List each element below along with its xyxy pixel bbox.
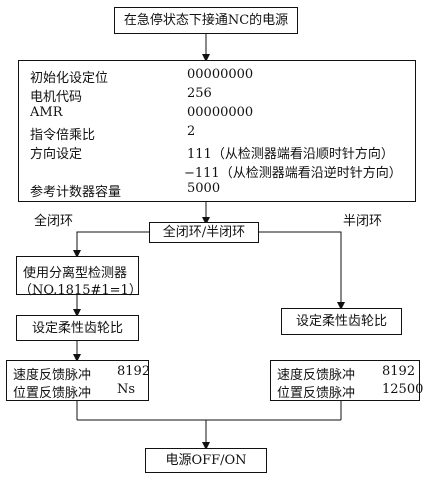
param-label: 指令倍乘比 (30, 128, 96, 143)
result-value: Ns (117, 382, 136, 397)
end-box-label: 电源OFF/ON (165, 453, 247, 468)
line-branch-to-full-closed (73, 231, 149, 258)
full-closed-label: 全闭环 (34, 214, 74, 229)
param-value: −111（从检测器端看沿逆时针方向） (184, 166, 402, 181)
result-label: 位置反馈脉冲 (13, 386, 92, 401)
result-value: 12500 (382, 382, 424, 397)
start-box-label: 在急停状态下接通NC的电源 (123, 13, 289, 28)
end-box: 电源OFF/ON (145, 448, 267, 473)
param-value: 256 (187, 86, 212, 101)
param-label: 参考计数器容量 (30, 185, 122, 200)
left-result-box: 速度反馈脉冲 8192 位置反馈脉冲 Ns (6, 360, 151, 401)
param-label: 方向设定 (30, 147, 83, 162)
param-label: AMR (30, 105, 63, 120)
half-closed-label: 半闭环 (343, 214, 383, 229)
param-value: 00000000 (187, 105, 254, 120)
right-result-box: 速度反馈脉冲 8192 位置反馈脉冲 12500 (270, 360, 424, 401)
param-value: 00000000 (187, 67, 254, 82)
line-branch-to-half-closed (259, 231, 345, 310)
result-label: 速度反馈脉冲 (13, 368, 92, 383)
param-label: 电机代码 (30, 90, 83, 105)
separate-detector-line2: （NO.1815#1=1） (19, 283, 142, 298)
param-value: 5000 (187, 181, 221, 196)
separate-detector-box: 使用分离型检测器 （NO.1815#1=1） (16, 256, 142, 298)
result-label: 速度反馈脉冲 (277, 368, 356, 383)
gear-ratio-box-right: 设定柔性齿轮比 (281, 308, 402, 335)
param-value: 2 (187, 124, 196, 139)
param-value: 111（从检测器端看沿顺时针方向） (187, 147, 394, 162)
gear-ratio-box-left: 设定柔性齿轮比 (16, 315, 139, 341)
separate-detector-line1: 使用分离型检测器 (23, 266, 128, 281)
parameter-box: 初始化设定位 00000000 电机代码 256 AMR 00000000 指令… (18, 60, 416, 202)
result-value: 8192 (382, 364, 416, 379)
result-label: 位置反馈脉冲 (277, 386, 356, 401)
branch-box-label: 全闭环/半闭环 (162, 225, 246, 240)
start-box: 在急停状态下接通NC的电源 (114, 7, 298, 34)
gear-ratio-right-label: 设定柔性齿轮比 (295, 314, 387, 329)
result-value: 8192 (117, 364, 151, 379)
branch-box: 全闭环/半闭环 (149, 222, 259, 243)
param-label: 初始化设定位 (30, 71, 109, 86)
gear-ratio-left-label: 设定柔性齿轮比 (31, 320, 123, 336)
